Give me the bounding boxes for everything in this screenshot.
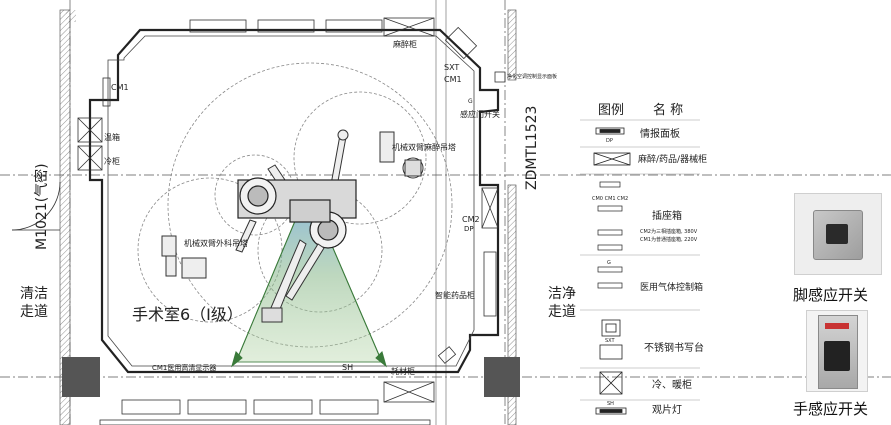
cold-cabinet-label: 冷柜: [104, 156, 120, 166]
structural-columns: [62, 357, 520, 397]
right-wall-equipment: [437, 26, 506, 364]
surg-pendant-label: 机械双臂外科吊塔: [184, 238, 248, 248]
left-door: [11, 181, 61, 231]
legend-name-desk: 不锈钢书写台: [644, 341, 704, 354]
foot-switch-caption: 脚感应开关: [793, 286, 869, 304]
sxt-label: SXT: [444, 63, 459, 72]
corridor-right-line1: 洁净: [548, 286, 576, 302]
door-right-label: ZDMTL1523: [524, 106, 540, 190]
cm1-left-label: CM1: [111, 83, 129, 92]
corridor-left-line2: 走道: [20, 304, 48, 320]
legend-name-info-panel: 情报面板: [640, 127, 680, 140]
surgical-pendant-arms: [161, 219, 325, 323]
left-wall-equipment: [77, 77, 111, 171]
cabinet-icon: [593, 152, 631, 166]
drug-cabinet-label: 智能药品柜: [435, 290, 475, 300]
top-wall-cabinets: [99, 17, 435, 425]
corridor-right-line2: 走道: [548, 304, 576, 320]
hand-switch-photo: [806, 310, 868, 392]
foot-switch-faceplate: [813, 210, 863, 260]
foot-switch-photo: [794, 193, 882, 275]
info-panel-icon: [595, 127, 625, 135]
legend-code-sxt: SXT: [605, 338, 616, 344]
room-outline: [88, 28, 500, 374]
legend-name-cabinet: 麻醉/药品/器械柜: [638, 153, 707, 165]
sh-label: SH: [342, 363, 353, 372]
legend-header-name: 名 称: [653, 102, 683, 118]
legend-note-socket-2: CM1为普通插座箱, 220V: [640, 236, 698, 243]
legend-code-dp: DP: [606, 138, 613, 144]
legend-name-film-viewer: 观片灯: [652, 403, 682, 416]
legend-code-socket: CM0 CM1 CM2: [592, 196, 628, 202]
legend-note-socket-1: CM2为三相插座箱, 380V: [640, 228, 698, 235]
outer-walls: [59, 0, 517, 425]
legend-code-gas: G: [607, 260, 611, 266]
legend-name-gas: 医用气体控制箱: [640, 281, 703, 293]
writing-desk-icon: [599, 319, 623, 360]
film-viewer-icon: [595, 407, 627, 415]
corridor-left-line1: 清洁: [20, 286, 48, 302]
foot-switch-sensor: [826, 224, 848, 244]
cm1-top-label: CM1: [444, 75, 462, 84]
cm2-label: CM2: [462, 215, 480, 224]
consumables-label: 耗材柜: [391, 366, 415, 376]
gas-g-mark: G: [468, 98, 473, 105]
anes-pendant-label: 机械双臂麻醉吊塔: [392, 142, 456, 152]
anesthesia-cabinet-label: 麻醉柜: [393, 39, 417, 49]
door-switch-label: 感应门开关: [460, 109, 500, 119]
display-label: CM1医用高清显示器: [152, 363, 216, 372]
legend-name-warm-cold: 冷、暖柜: [652, 378, 692, 391]
gas-panel-label: 净化空调控制显示面板: [507, 73, 557, 80]
legend-name-socket: 插座箱: [652, 209, 682, 222]
warm-cold-cabinet-icon: [599, 371, 623, 395]
legend-table: 图例 名 称 DP 情报面板 麻醉/药品/器械柜 CM0 CM1 CM2 插座箱…: [580, 102, 707, 416]
hand-switch-indicator: [825, 323, 849, 329]
dp-label: DP: [464, 225, 474, 233]
door-left-label: M1021(气密): [33, 163, 50, 250]
bottom-wall-cabinets: [121, 381, 435, 415]
hand-switch-caption: 手感应开关: [793, 400, 869, 418]
surgical-light-heads: [237, 177, 357, 249]
warm-cabinet-label: 温箱: [104, 132, 120, 142]
legend-header-symbol: 图例: [598, 103, 624, 118]
plan-labels: 麻醉柜 SXT CM1 净化空调控制显示面板 G 感应门开关 CM1 温箱 冷柜…: [20, 39, 576, 376]
hand-switch-sensor: [824, 341, 850, 371]
room-title: 手术室6（Ⅰ级）: [132, 305, 243, 324]
socket-box-icon: [597, 181, 623, 251]
legend-code-sh: SH: [607, 401, 614, 407]
gas-box-icon: [597, 266, 623, 289]
